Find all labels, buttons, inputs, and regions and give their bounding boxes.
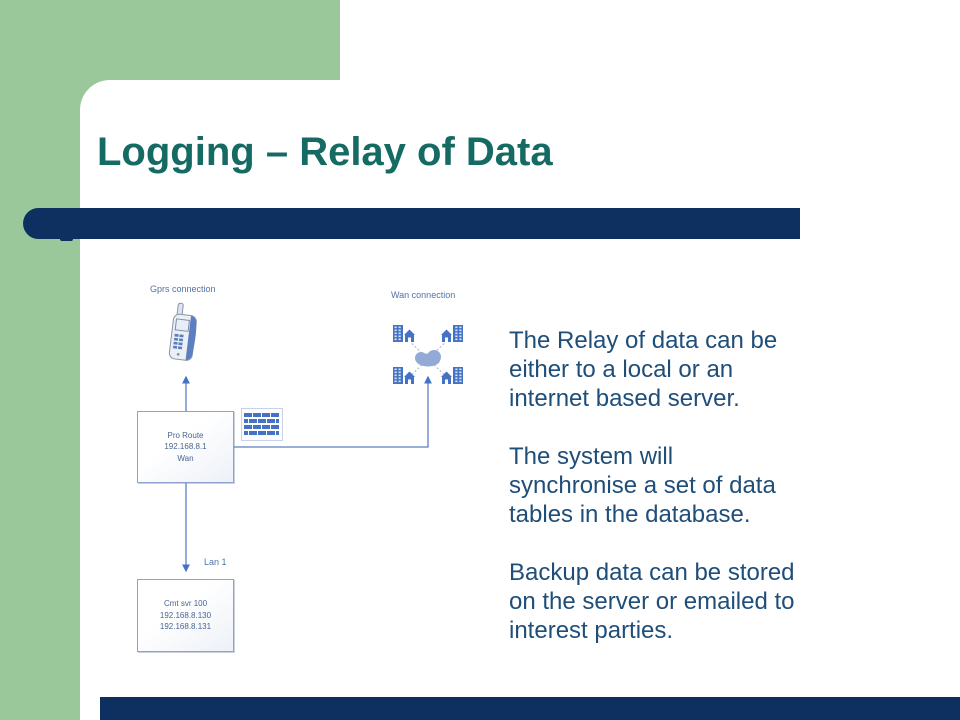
paragraph-relay: The Relay of data can be either to a loc… <box>509 327 778 412</box>
server-ip-1: 192.168.8.130 <box>159 610 212 620</box>
router-ip: 192.168.8.1 <box>164 442 207 452</box>
lan-label: Lan 1 <box>204 557 227 567</box>
router-port: Wan <box>177 453 194 463</box>
server-name: Cmt svr 100 <box>163 599 208 609</box>
paragraph-backup: Backup data can be stored on the server … <box>509 559 795 644</box>
body-text-block: The Relay of data can be either to a loc… <box>509 326 824 674</box>
wan-connection-label: Wan connection <box>391 290 456 300</box>
paragraph-synchronise: The system will synchronise a set of dat… <box>509 443 776 528</box>
firewall-icon <box>241 408 283 441</box>
gprs-connection-label: Gprs connection <box>150 284 216 294</box>
mobile-phone-icon <box>166 301 204 363</box>
router-name: Pro Route <box>167 430 204 440</box>
wan-network-icon <box>390 318 466 400</box>
server-node-box: Cmt svr 100 192.168.8.130 192.168.8.131 <box>137 579 234 652</box>
server-ip-2: 192.168.8.131 <box>159 622 212 632</box>
bottom-accent-bar <box>100 697 960 720</box>
router-node-box: Pro Route 192.168.8.1 Wan <box>137 411 234 483</box>
title-accent-bar <box>23 208 800 239</box>
title-accent-bar-tick <box>60 237 73 241</box>
slide-title: Logging – Relay of Data <box>97 130 553 174</box>
